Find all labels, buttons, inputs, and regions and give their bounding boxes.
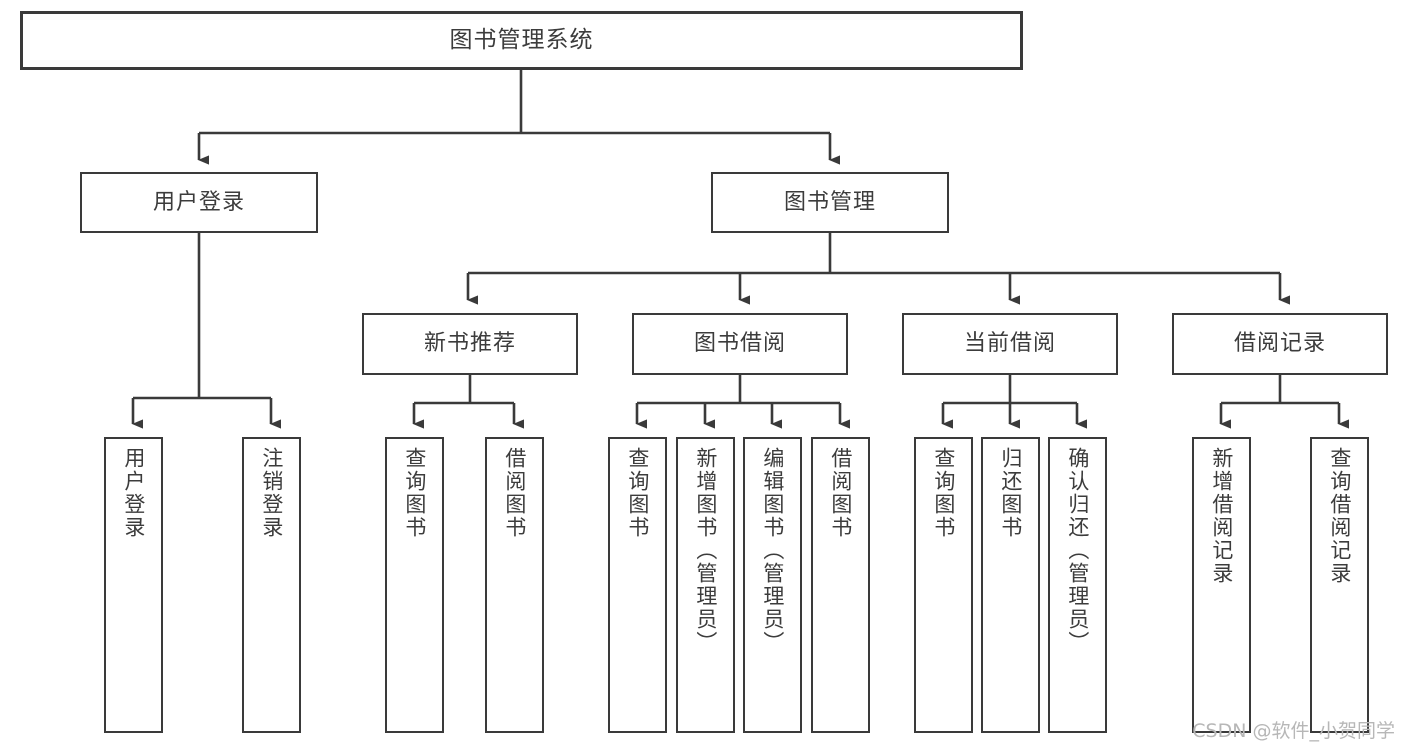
node-label: 新增借阅记录 — [1209, 447, 1234, 585]
leaf-book-borrow-add-book-admin[interactable]: 新增图书（管理员） — [676, 437, 735, 733]
node-label: 查询图书 — [931, 447, 956, 539]
node-label: 新书推荐 — [423, 331, 516, 356]
leaf-borrow-record-add-record[interactable]: 新增借阅记录 — [1192, 437, 1251, 733]
node-label: 图书管理 — [783, 189, 876, 215]
node-label: 查询图书 — [625, 447, 650, 539]
node-book-borrow[interactable]: 图书借阅 — [632, 313, 848, 375]
node-root-book-management-system[interactable]: 图书管理系统 — [20, 11, 1023, 70]
node-label: 查询借阅记录 — [1327, 447, 1352, 585]
node-label: 借阅图书 — [502, 447, 527, 539]
leaf-book-borrow-edit-book-admin[interactable]: 编辑图书（管理员） — [743, 437, 802, 733]
leaf-user-login-login[interactable]: 用户登录 — [104, 437, 163, 733]
node-user-login[interactable]: 用户登录 — [80, 172, 318, 233]
watermark-text: CSDN @软件_小贺同学 — [1192, 720, 1395, 742]
node-label: 注销登录 — [259, 447, 284, 539]
leaf-current-borrow-return-book[interactable]: 归还图书 — [981, 437, 1040, 733]
node-label: 确认归还（管理员） — [1065, 447, 1090, 654]
leaf-borrow-record-query-record[interactable]: 查询借阅记录 — [1310, 437, 1369, 733]
leaf-new-book-query-book[interactable]: 查询图书 — [385, 437, 444, 733]
node-label: 当前借阅 — [963, 331, 1056, 356]
node-label: 借阅图书 — [828, 447, 853, 539]
leaf-current-borrow-confirm-return-admin[interactable]: 确认归还（管理员） — [1048, 437, 1107, 733]
leaf-current-borrow-query-book[interactable]: 查询图书 — [914, 437, 973, 733]
node-new-book-recommend[interactable]: 新书推荐 — [362, 313, 578, 375]
node-label: 图书管理系统 — [449, 27, 594, 53]
node-label: 借阅记录 — [1233, 331, 1326, 356]
node-label: 新增图书（管理员） — [693, 447, 718, 654]
node-book-management[interactable]: 图书管理 — [711, 172, 949, 233]
node-label: 查询图书 — [402, 447, 427, 539]
node-borrow-record[interactable]: 借阅记录 — [1172, 313, 1388, 375]
node-current-borrow[interactable]: 当前借阅 — [902, 313, 1118, 375]
leaf-book-borrow-borrow-book[interactable]: 借阅图书 — [811, 437, 870, 733]
leaf-user-login-logout[interactable]: 注销登录 — [242, 437, 301, 733]
node-label: 图书借阅 — [693, 331, 786, 356]
node-label: 归还图书 — [998, 447, 1023, 539]
node-label: 编辑图书（管理员） — [760, 447, 785, 654]
leaf-book-borrow-query-book[interactable]: 查询图书 — [608, 437, 667, 733]
node-label: 用户登录 — [152, 189, 245, 215]
node-label: 用户登录 — [121, 447, 146, 539]
leaf-new-book-borrow-book[interactable]: 借阅图书 — [485, 437, 544, 733]
